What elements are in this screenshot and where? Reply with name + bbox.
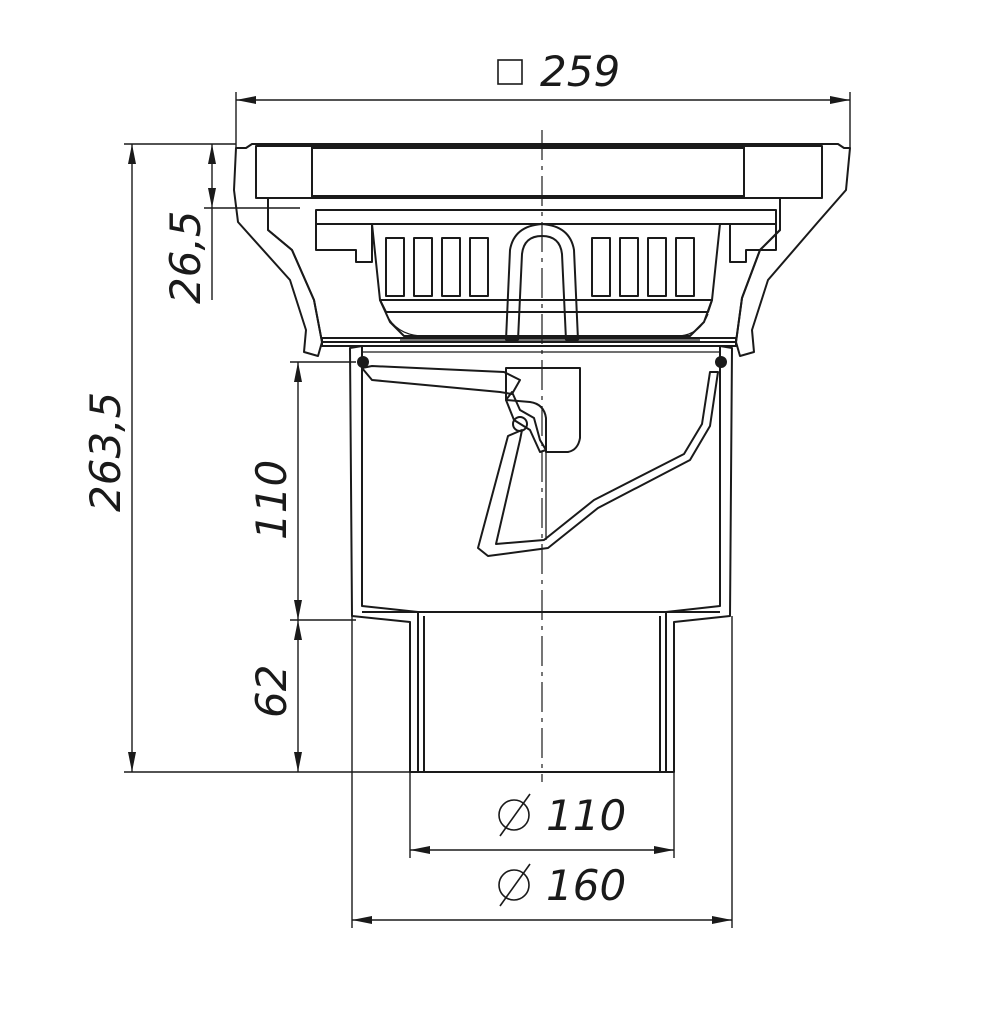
basket-slots (385, 237, 695, 297)
total-height-label: 263,5 (81, 392, 130, 512)
grate-depth-label: 26,5 (161, 210, 210, 304)
body-diameter-label: 160 (546, 861, 626, 910)
dimension-body-height: 110 (247, 361, 356, 621)
drain-body (349, 345, 733, 773)
dimension-grate-width: 259 (235, 47, 851, 148)
dimension-body-diameter: 160 (351, 616, 733, 928)
grate-slab (255, 145, 823, 199)
body-height-label: 110 (247, 460, 296, 540)
dimension-total-height: 263,5 (81, 143, 410, 773)
seal-left (357, 356, 369, 368)
support-ring (321, 337, 737, 347)
square-symbol (497, 59, 523, 85)
odour-flap (361, 365, 719, 557)
spigot-height-label: 62 (247, 665, 296, 718)
leaf-basket (315, 209, 777, 341)
outlet-diameter-label: 110 (546, 791, 626, 840)
seal-right (715, 356, 727, 368)
diameter-symbol (498, 863, 531, 907)
dimension-spigot-height: 62 (247, 620, 302, 772)
dimension-grate-depth: 26,5 (161, 144, 300, 304)
diameter-symbol (498, 793, 531, 837)
dimension-outlet-diameter: 110 (409, 772, 675, 858)
grate-width-label: 259 (540, 47, 620, 96)
